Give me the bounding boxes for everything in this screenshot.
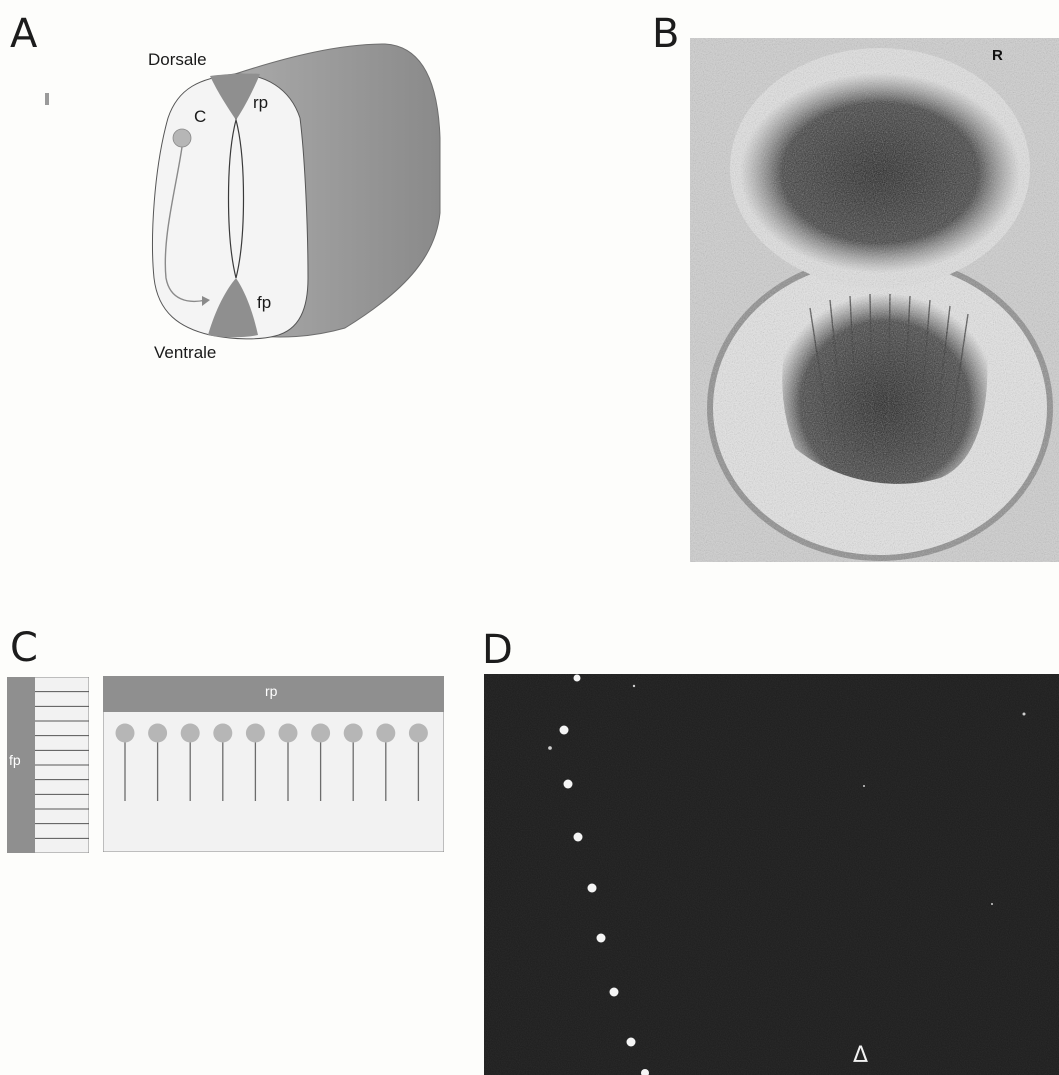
arrowhead-marker: Δ bbox=[853, 1043, 868, 1068]
fluorescent-cell bbox=[610, 988, 619, 997]
dorsal-label: Dorsale bbox=[148, 50, 207, 70]
ventral-label: Ventrale bbox=[154, 343, 216, 363]
marker-r-label: R bbox=[992, 47, 1003, 64]
cell-label: C bbox=[194, 107, 206, 127]
fluorescence-image bbox=[484, 674, 1059, 1075]
panel-b-letter: B bbox=[652, 14, 679, 54]
neuron-cell-body bbox=[181, 724, 200, 743]
fluorescent-cell bbox=[597, 934, 606, 943]
roof-plate-open-book bbox=[103, 676, 444, 852]
panel-d-letter: D bbox=[482, 630, 513, 670]
neuron-cell-body bbox=[246, 724, 265, 743]
fluorescent-cell bbox=[574, 675, 581, 682]
roof-plate-label: rp bbox=[253, 93, 268, 113]
small-mark bbox=[45, 93, 49, 105]
rp-strip-label: rp bbox=[265, 683, 277, 699]
fluorescent-cell bbox=[574, 833, 583, 842]
commissural-cell-body bbox=[173, 129, 191, 147]
fluorescent-cell bbox=[588, 884, 597, 893]
neuron-cell-body bbox=[376, 724, 395, 743]
fluorescent-cell bbox=[564, 780, 573, 789]
neuron-cell-body bbox=[311, 724, 330, 743]
micrograph-image bbox=[690, 38, 1059, 562]
panel-c-letter: C bbox=[10, 628, 38, 668]
fluorescent-cell bbox=[627, 1038, 636, 1047]
neuron-cell-body bbox=[409, 724, 428, 743]
neuron-cell-body bbox=[344, 724, 363, 743]
neuron-cell-body bbox=[279, 724, 298, 743]
neuron-cell-body bbox=[148, 724, 167, 743]
fluorescent-cell bbox=[560, 726, 569, 735]
fp-strip-label: fp bbox=[9, 752, 21, 768]
neural-tube-diagram bbox=[140, 38, 450, 368]
panel-a-letter: A bbox=[10, 14, 37, 54]
floor-plate-label: fp bbox=[257, 293, 271, 313]
neuron-cell-body bbox=[213, 724, 232, 743]
neuron-cell-body bbox=[116, 724, 135, 743]
